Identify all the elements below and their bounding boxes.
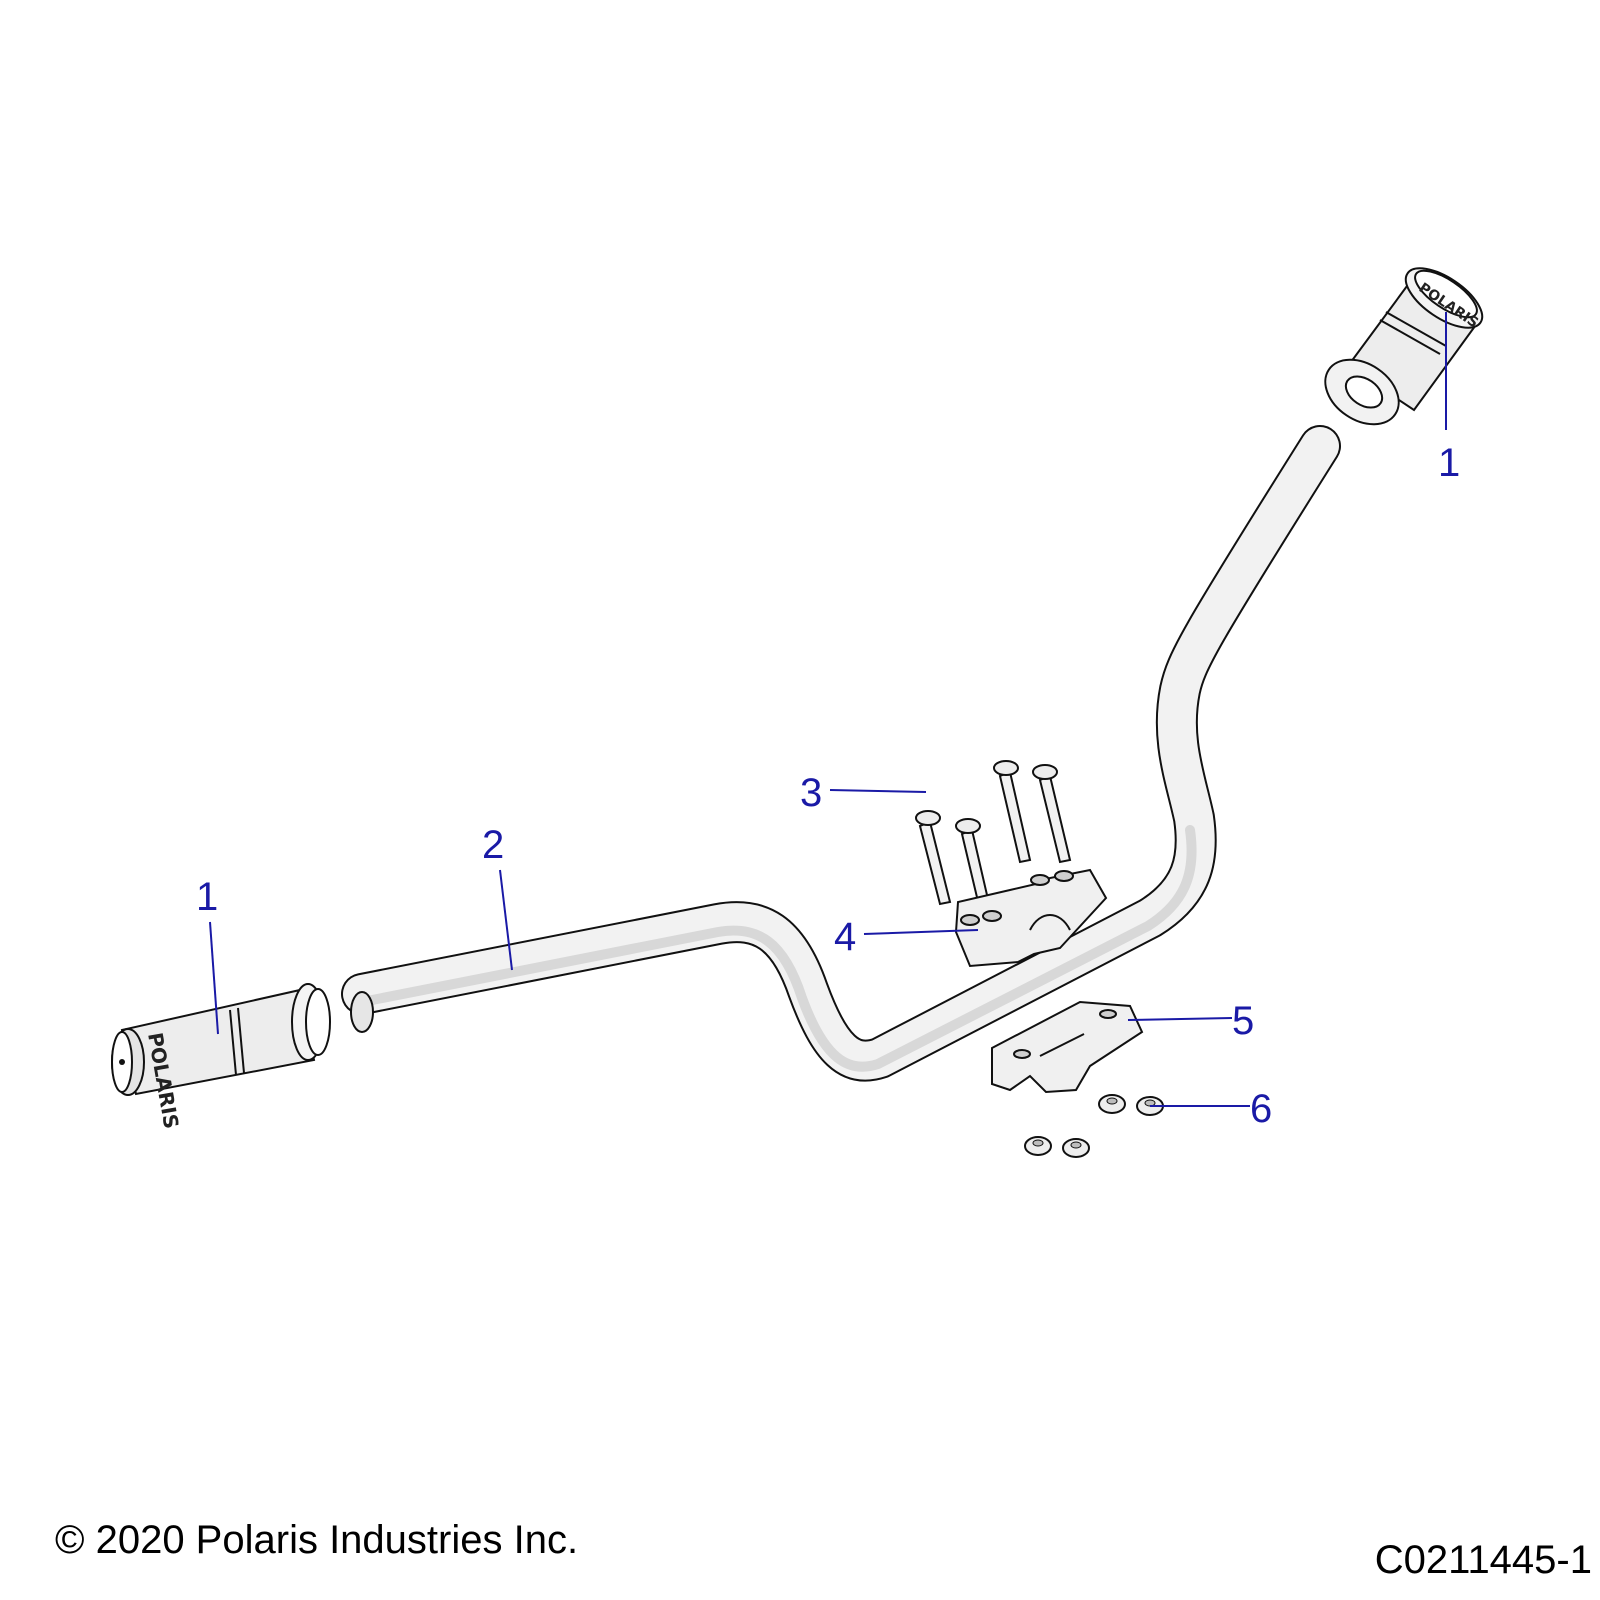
callout-label: 1 xyxy=(196,875,218,919)
grip-right: POLARIS xyxy=(1324,267,1484,426)
callout-label: 5 xyxy=(1232,999,1254,1043)
nut xyxy=(1062,1138,1090,1158)
callout-label: 3 xyxy=(800,771,822,815)
handlebar-open-end xyxy=(350,991,374,1033)
callout-grip-right: 1 xyxy=(1438,312,1460,485)
callout-lower-clamp: 5 xyxy=(1127,999,1254,1043)
figure-id: C0211445-1 xyxy=(1374,1538,1592,1582)
nuts xyxy=(1024,1094,1164,1158)
callout-bolts: 3 xyxy=(800,771,927,815)
nut xyxy=(1024,1136,1052,1156)
callout-upper-clamp: 4 xyxy=(834,915,979,959)
callout-label: 2 xyxy=(482,823,504,867)
bolt xyxy=(993,760,1032,864)
upper-clamp xyxy=(954,868,1108,968)
callout-label: 1 xyxy=(1438,441,1460,485)
nut xyxy=(1098,1094,1126,1114)
callout-grip-left: 1 xyxy=(196,875,219,1035)
callout-handlebar: 2 xyxy=(482,823,513,971)
handlebar xyxy=(341,425,1341,1082)
bolt xyxy=(1032,764,1072,864)
callout-label: 6 xyxy=(1250,1087,1272,1131)
bolt xyxy=(915,810,952,906)
grip-left: POLARIS xyxy=(111,983,331,1131)
bolts xyxy=(915,760,1072,912)
callout-label: 4 xyxy=(834,915,856,959)
copyright-notice: © 2020 Polaris Industries Inc. xyxy=(55,1518,579,1562)
callout-nuts: 6 xyxy=(1150,1087,1272,1131)
callouts: 1 2 3 4 5 6 1 xyxy=(196,312,1460,1131)
lower-clamp xyxy=(991,1000,1144,1094)
